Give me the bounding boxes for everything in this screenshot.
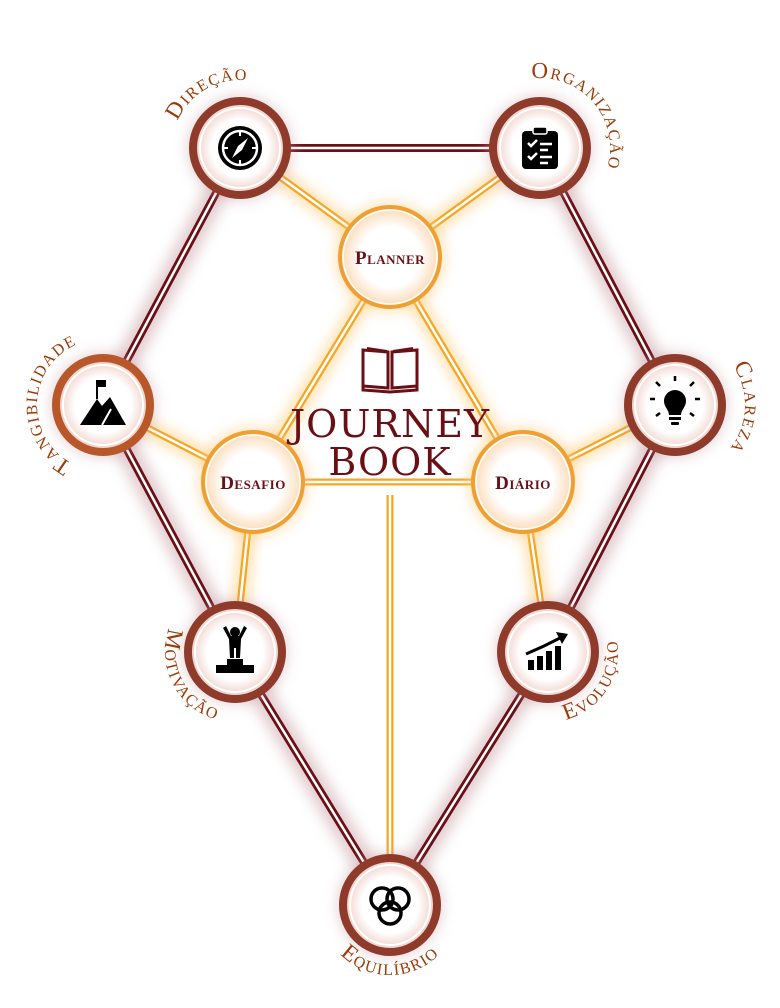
center-logo: JOURNEY BOOK bbox=[286, 347, 490, 484]
node-tangibilidade[interactable] bbox=[51, 353, 155, 457]
podium-person-icon bbox=[216, 626, 254, 673]
lightbulb-icon bbox=[650, 376, 700, 425]
mountain-flag-icon bbox=[80, 380, 126, 426]
title-line-1: JOURNEY bbox=[286, 402, 490, 446]
node-evolucao[interactable] bbox=[496, 600, 600, 704]
label-clareza: Clareza bbox=[725, 356, 765, 460]
node-planner[interactable]: Planner bbox=[334, 201, 446, 313]
node-desafio[interactable]: Desafio bbox=[197, 426, 309, 538]
open-book-icon bbox=[361, 347, 419, 394]
node-direcao[interactable] bbox=[188, 96, 292, 200]
growth-chart-icon bbox=[525, 632, 568, 670]
node-diario[interactable]: Diário bbox=[467, 426, 579, 538]
interlocked-rings-icon bbox=[369, 886, 411, 926]
node-motivacao[interactable] bbox=[183, 600, 287, 704]
checklist-clipboard-icon bbox=[522, 126, 558, 169]
node-label-diario: Diário bbox=[495, 473, 551, 494]
node-organizacao[interactable] bbox=[488, 96, 592, 200]
node-equilibrio[interactable] bbox=[338, 853, 442, 957]
compass-icon bbox=[218, 126, 262, 170]
title-line-2: BOOK bbox=[328, 440, 451, 484]
label-text-clareza: Clareza bbox=[725, 356, 763, 460]
node-label-desafio: Desafio bbox=[220, 473, 286, 494]
node-clareza[interactable] bbox=[623, 353, 727, 457]
node-label-planner: Planner bbox=[355, 248, 425, 269]
